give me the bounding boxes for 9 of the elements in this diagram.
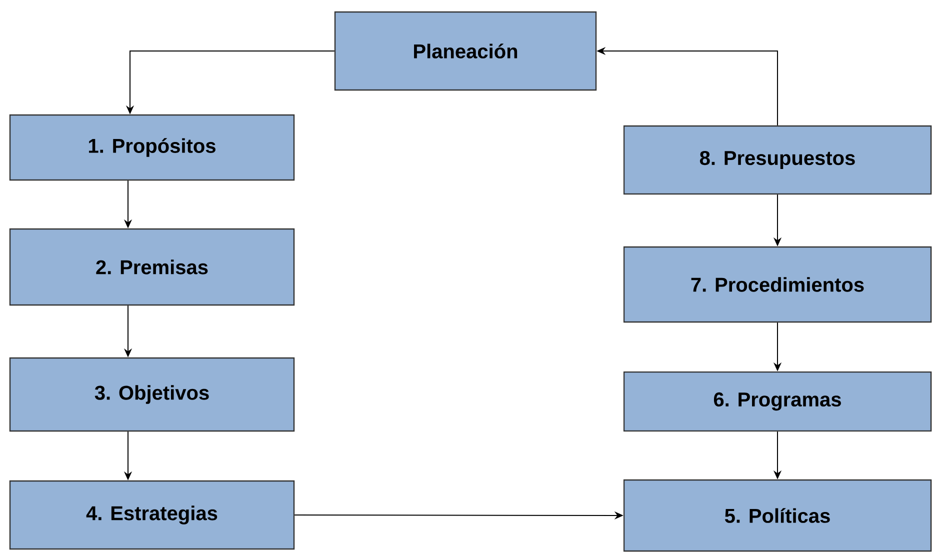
process-box: Planeación [334, 11, 597, 91]
process-box: 8. Presupuestos [623, 125, 932, 195]
process-box: 5. Políticas [623, 479, 932, 552]
process-box: 1. Propósitos [9, 114, 295, 181]
process-box: 2. Premisas [9, 228, 295, 306]
process-box: 6. Programas [623, 371, 932, 432]
process-box: 3. Objetivos [9, 357, 295, 432]
process-box: 7. Procedimientos [623, 246, 932, 323]
process-box: 4. Estrategias [9, 480, 295, 550]
